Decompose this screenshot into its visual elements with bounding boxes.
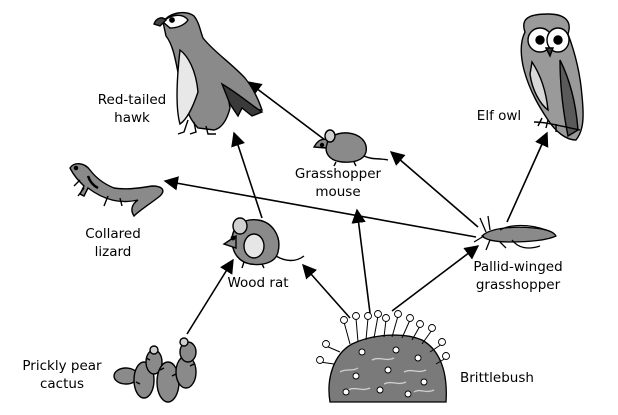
label-lizard-line1: Collared	[85, 226, 141, 242]
arrow-brittlebush-to-mouse	[351, 208, 371, 314]
owl-icon	[520, 13, 584, 141]
cactus-icon	[113, 337, 197, 403]
label-brittlebush: Brittlebush	[460, 370, 534, 386]
label-grasshopper-line1: Pallid-winged	[473, 259, 562, 275]
label-hawk-line1: Red-tailed	[98, 92, 166, 108]
rat-icon	[222, 217, 305, 269]
arrow-woodrat-to-hawk	[231, 131, 263, 219]
label-lizard-line2: lizard	[95, 244, 132, 260]
label-woodrat: Wood rat	[227, 275, 288, 291]
label-mouse-line1: Grasshopper	[295, 166, 382, 182]
label-cactus-line1: Prickly pear	[22, 358, 102, 374]
arrow-brittlebush-to-grasshopper	[391, 245, 480, 312]
arrow-mouse-to-hawk	[246, 81, 326, 141]
label-grasshopper-line2: grasshopper	[476, 277, 561, 293]
arrow-grasshopper-to-lizard	[163, 176, 477, 238]
label-hawk-line2: hawk	[114, 110, 150, 126]
mouse-icon	[312, 129, 389, 167]
arrow-cactus-to-woodrat	[186, 258, 234, 335]
arrow-grasshopper-to-owl	[506, 131, 549, 223]
label-mouse-line2: mouse	[315, 184, 360, 200]
label-cactus-line2: cactus	[40, 376, 84, 392]
labels: Red-tailed hawk Elf owl Grasshopper mous…	[22, 92, 562, 392]
arrows	[163, 81, 549, 335]
arrow-brittlebush-to-woodrat	[302, 263, 351, 319]
grasshopper-icon	[473, 215, 557, 251]
arrow-grasshopper-to-mouse	[389, 151, 479, 228]
label-owl: Elf owl	[477, 108, 521, 124]
brittlebush-icon	[316, 310, 450, 403]
hawk-icon	[153, 11, 264, 135]
lizard-icon	[69, 163, 164, 218]
